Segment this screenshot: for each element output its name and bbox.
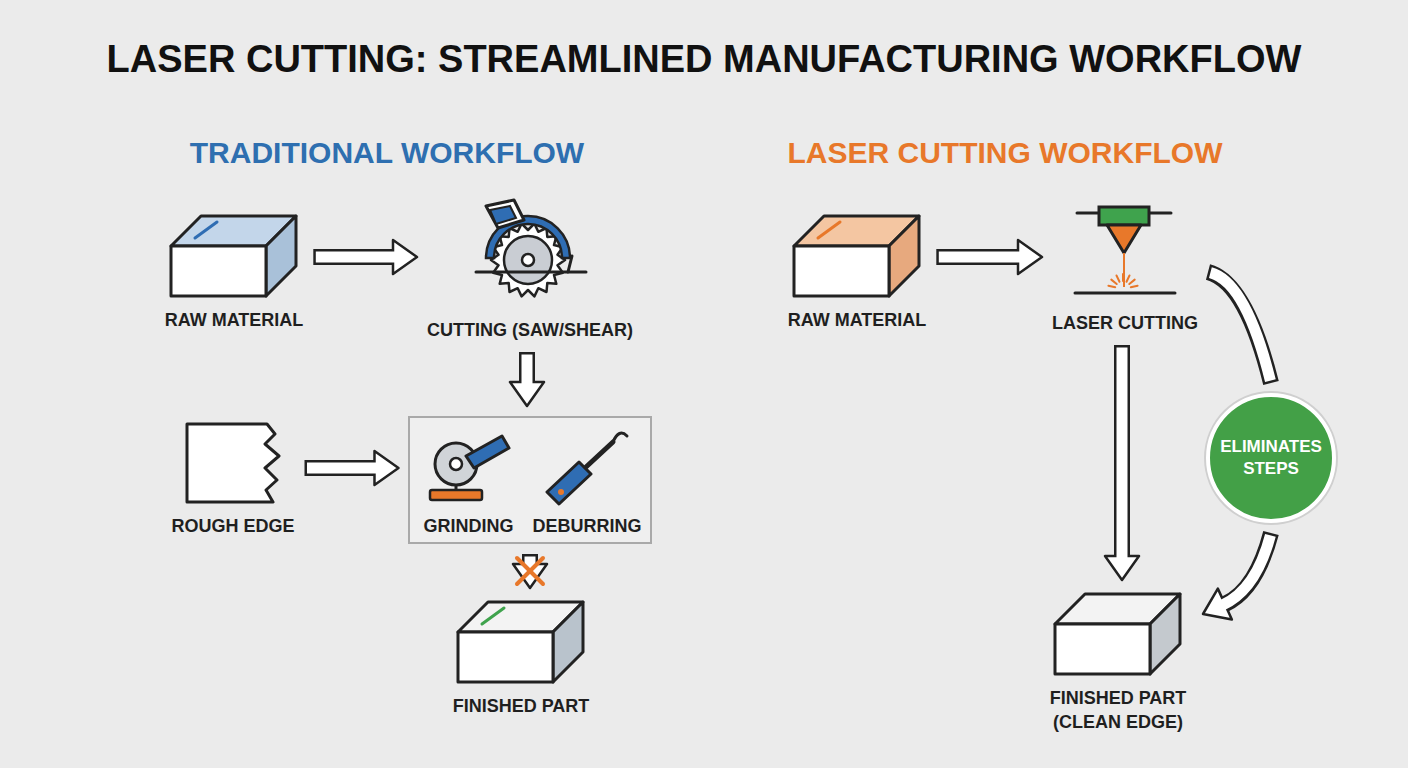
step-label: RAW MATERIAL [165, 308, 304, 332]
material-block [788, 212, 927, 300]
hollow-arrow [513, 554, 547, 588]
process-step: RAW MATERIAL [788, 212, 927, 332]
deburring-tool-icon [532, 426, 641, 506]
process-step: FINISHED PART (CLEAN EDGE) [1043, 590, 1193, 734]
callout-text: ELIMINATES STEPS [1219, 436, 1323, 480]
hollow-arrow [1105, 345, 1139, 580]
hollow-arrow [313, 240, 417, 274]
rough-edge-icon [171, 420, 294, 506]
material-block [165, 212, 304, 300]
grinder-icon [422, 426, 514, 506]
step-label: GRINDING [422, 514, 514, 538]
cross-mark [517, 558, 543, 584]
section-heading: TRADITIONAL WORKFLOW [190, 136, 584, 170]
laser-head-icon [1052, 203, 1198, 303]
finished-block [1043, 590, 1193, 678]
step-label: LASER CUTTING [1052, 311, 1198, 335]
hollow-arrow [1208, 272, 1271, 383]
process-step: LASER CUTTING [1052, 203, 1198, 335]
step-label: FINISHED PART (CLEAN EDGE) [1043, 686, 1193, 734]
hollow-arrow [510, 352, 544, 406]
process-step: FINISHED PART [453, 598, 590, 718]
saw-icon [427, 198, 633, 310]
diagram-title: LASER CUTTING: STREAMLINED MANUFACTURING… [107, 38, 1302, 81]
process-step: GRINDING [422, 426, 514, 538]
process-step: CUTTING (SAW/SHEAR) [427, 198, 633, 342]
hollow-arrow [1203, 533, 1271, 620]
step-label: ROUGH EDGE [171, 514, 294, 538]
process-step: ROUGH EDGE [171, 420, 294, 538]
step-label: CUTTING (SAW/SHEAR) [427, 318, 633, 342]
process-step: RAW MATERIAL [165, 212, 304, 332]
finished-block [453, 598, 590, 686]
process-step: DEBURRING [532, 426, 641, 538]
hollow-arrow [936, 240, 1042, 274]
step-label: FINISHED PART [453, 694, 590, 718]
step-label: DEBURRING [532, 514, 641, 538]
callout-circle: ELIMINATES STEPS [1206, 393, 1336, 523]
section-heading: LASER CUTTING WORKFLOW [788, 136, 1223, 170]
hollow-arrow [305, 451, 399, 485]
step-group: GRINDING DEBURRING [408, 416, 651, 544]
step-label: RAW MATERIAL [788, 308, 927, 332]
